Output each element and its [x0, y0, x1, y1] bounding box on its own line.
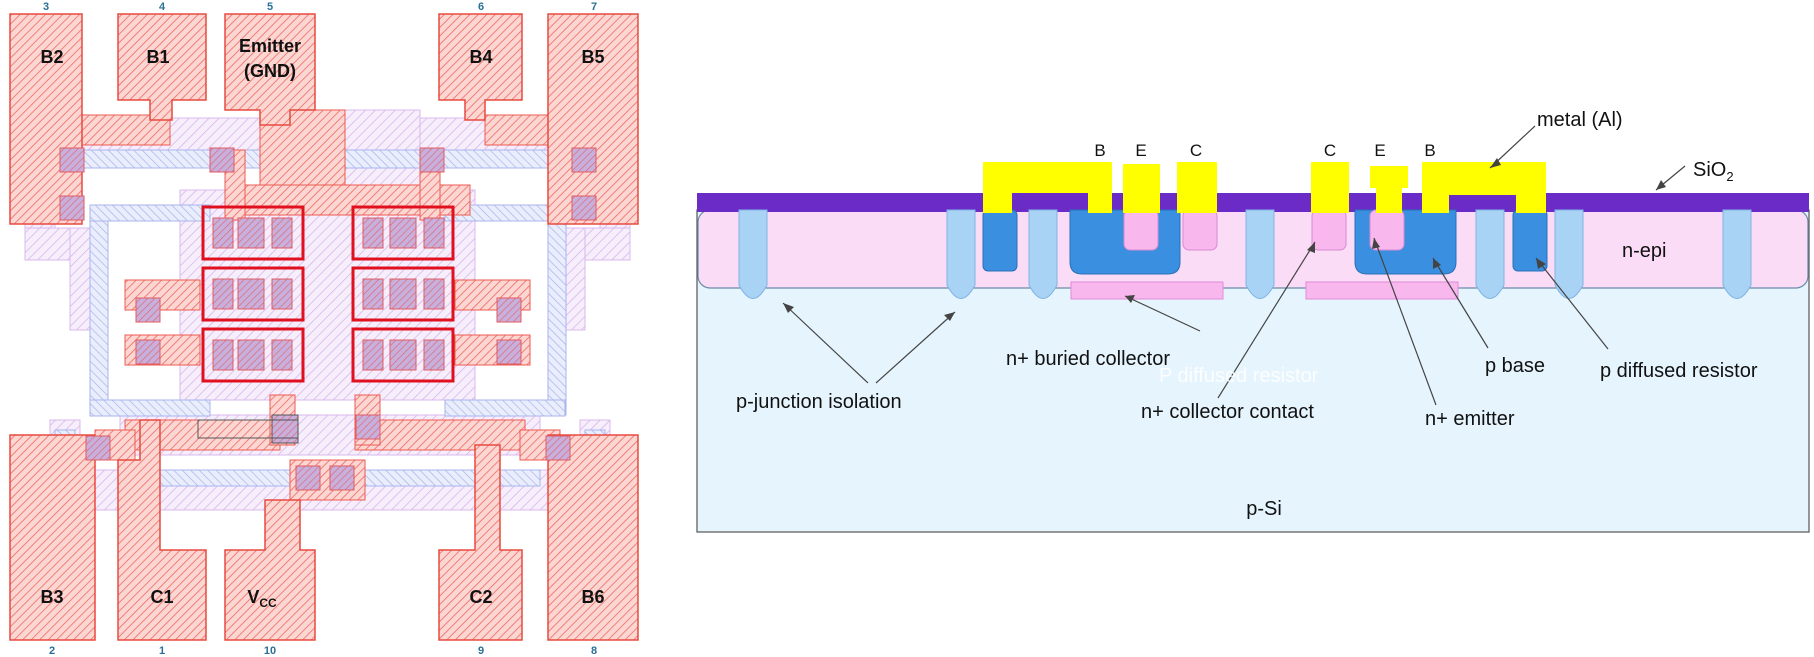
label-buried-collector: n+ buried collector	[1006, 348, 1170, 370]
label-p-resistor: p diffused resistor	[1600, 360, 1758, 382]
pad-b1	[117, 13, 207, 121]
n-plus-emitter	[1123, 209, 1159, 251]
pin-number: 7	[591, 1, 597, 13]
isolation-wells	[738, 209, 1752, 299]
transistor-cell	[351, 205, 455, 261]
transistor-cell	[351, 327, 455, 383]
terminal-label: C	[1324, 141, 1336, 160]
terminal-label: B	[1424, 141, 1435, 160]
pin-number: 6	[478, 1, 484, 13]
label-isolation: p-junction isolation	[736, 391, 902, 413]
arrowheads	[783, 158, 1666, 321]
buried-collector	[1305, 281, 1459, 300]
label-sio2: SiO2	[1693, 159, 1734, 184]
transistor-cell	[201, 205, 305, 261]
pad-label-emitter: Emitter	[239, 36, 301, 56]
terminal-label: E	[1135, 141, 1146, 160]
layout-view: 3 4 5 6 7 2 1 10 9 8	[9, 1, 639, 657]
pad-label-c2: C2	[469, 587, 492, 607]
metal-al	[983, 162, 1546, 213]
pad-label-b2: B2	[40, 47, 63, 67]
pad-label-b4: B4	[469, 47, 492, 67]
transistor-cell	[201, 266, 305, 322]
pad-b5	[547, 13, 639, 225]
transistor-cell	[351, 266, 455, 322]
label-p-si: p-Si	[1246, 498, 1282, 520]
n-plus-collector-contact	[1182, 209, 1218, 251]
pad-label-b3: B3	[40, 587, 63, 607]
pin-number: 10	[264, 645, 276, 657]
pin-number: 3	[43, 1, 49, 13]
pad-b6	[547, 434, 639, 641]
pad-label-b5: B5	[581, 47, 604, 67]
pin-number: 9	[478, 645, 484, 657]
pad-vcc	[224, 499, 316, 641]
bond-pads	[9, 13, 639, 641]
pad-c1	[117, 419, 207, 641]
pad-label-vcc: VCC	[247, 587, 277, 610]
terminal-label: B	[1094, 141, 1105, 160]
pad-c2	[438, 444, 523, 641]
terminal-label: C	[1190, 141, 1202, 160]
label-metal: metal (Al)	[1537, 109, 1623, 131]
label-p-base: p base	[1485, 355, 1545, 377]
contacts	[59, 147, 597, 491]
pad-b3	[9, 434, 96, 641]
transistor-cell	[201, 327, 305, 383]
label-collector-contact: n+ collector contact	[1141, 401, 1314, 423]
pin-number: 8	[591, 645, 597, 657]
buried-collector	[1070, 281, 1224, 300]
pad-label-b1: B1	[146, 47, 169, 67]
pin-number: 2	[49, 645, 55, 657]
pin-number: 1	[159, 645, 165, 657]
pad-b2	[9, 13, 83, 225]
pad-emitter	[224, 13, 316, 126]
pin-number: 4	[159, 1, 166, 13]
p-resistor	[982, 209, 1018, 272]
sio2-layer	[697, 193, 1809, 212]
pad-b4	[438, 13, 523, 121]
ghost-label: P diffused resistor	[1159, 365, 1319, 387]
label-n-emitter: n+ emitter	[1425, 408, 1515, 430]
resistor-outline	[197, 419, 299, 439]
pad-label-gnd: (GND)	[244, 61, 296, 81]
label-n-epi: n-epi	[1622, 240, 1666, 262]
pad-label-c1: C1	[150, 587, 173, 607]
cross-section-view: B E C C E B metal	[696, 109, 1810, 533]
n-plus-collector-contact	[1311, 209, 1347, 251]
pad-label-b6: B6	[581, 587, 604, 607]
transistor-array	[201, 205, 455, 383]
isolation-layer	[54, 149, 606, 491]
terminal-label: E	[1374, 141, 1385, 160]
pin-number: 5	[267, 1, 273, 13]
